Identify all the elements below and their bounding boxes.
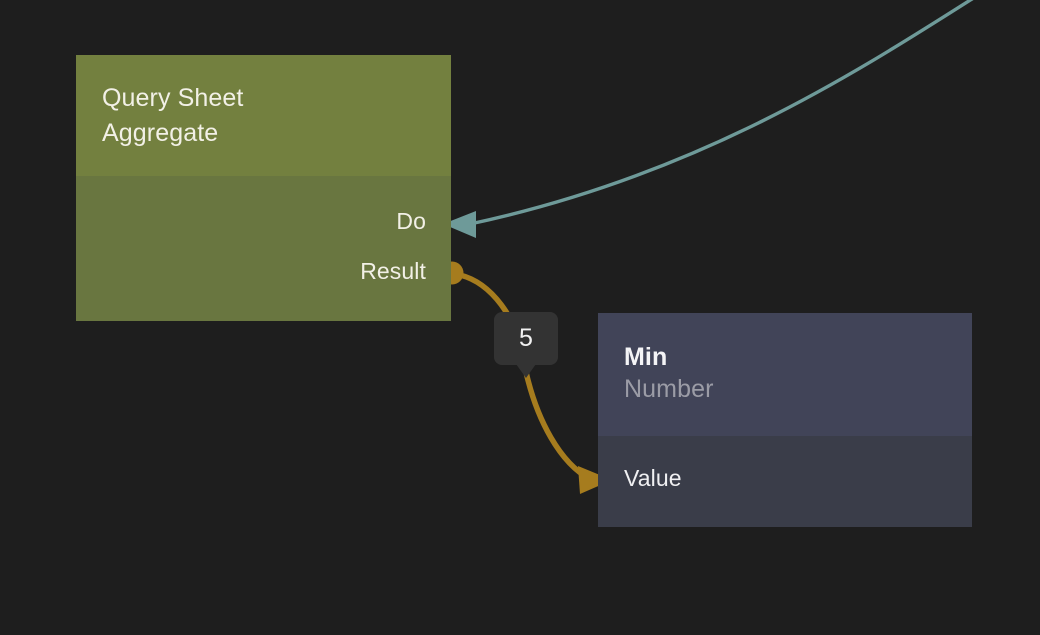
exec-edge [443,0,974,238]
node-title: Query Sheet Aggregate [102,84,244,147]
edge-value-badge[interactable]: 5 [494,312,558,378]
node-title: Min [624,343,668,371]
node-body: Do Result [76,176,451,321]
badge-box: 5 [494,312,558,365]
port-label-result: Result [360,258,426,284]
node-query-sheet-aggregate[interactable]: Query Sheet Aggregate Do Result [76,55,451,321]
port-label-value: Value [624,465,682,491]
node-header[interactable]: Min Number [598,313,972,436]
node-header[interactable]: Query Sheet Aggregate [76,55,451,176]
port-row-result[interactable]: Result [76,256,451,306]
badge-value: 5 [519,324,533,352]
port-label-do: Do [396,208,426,234]
node-min-number[interactable]: Min Number Value [598,313,972,527]
badge-tail-icon [516,364,536,378]
node-subtitle: Number [624,375,714,403]
port-row-do[interactable]: Do [76,206,451,256]
node-body: Value [598,436,972,527]
